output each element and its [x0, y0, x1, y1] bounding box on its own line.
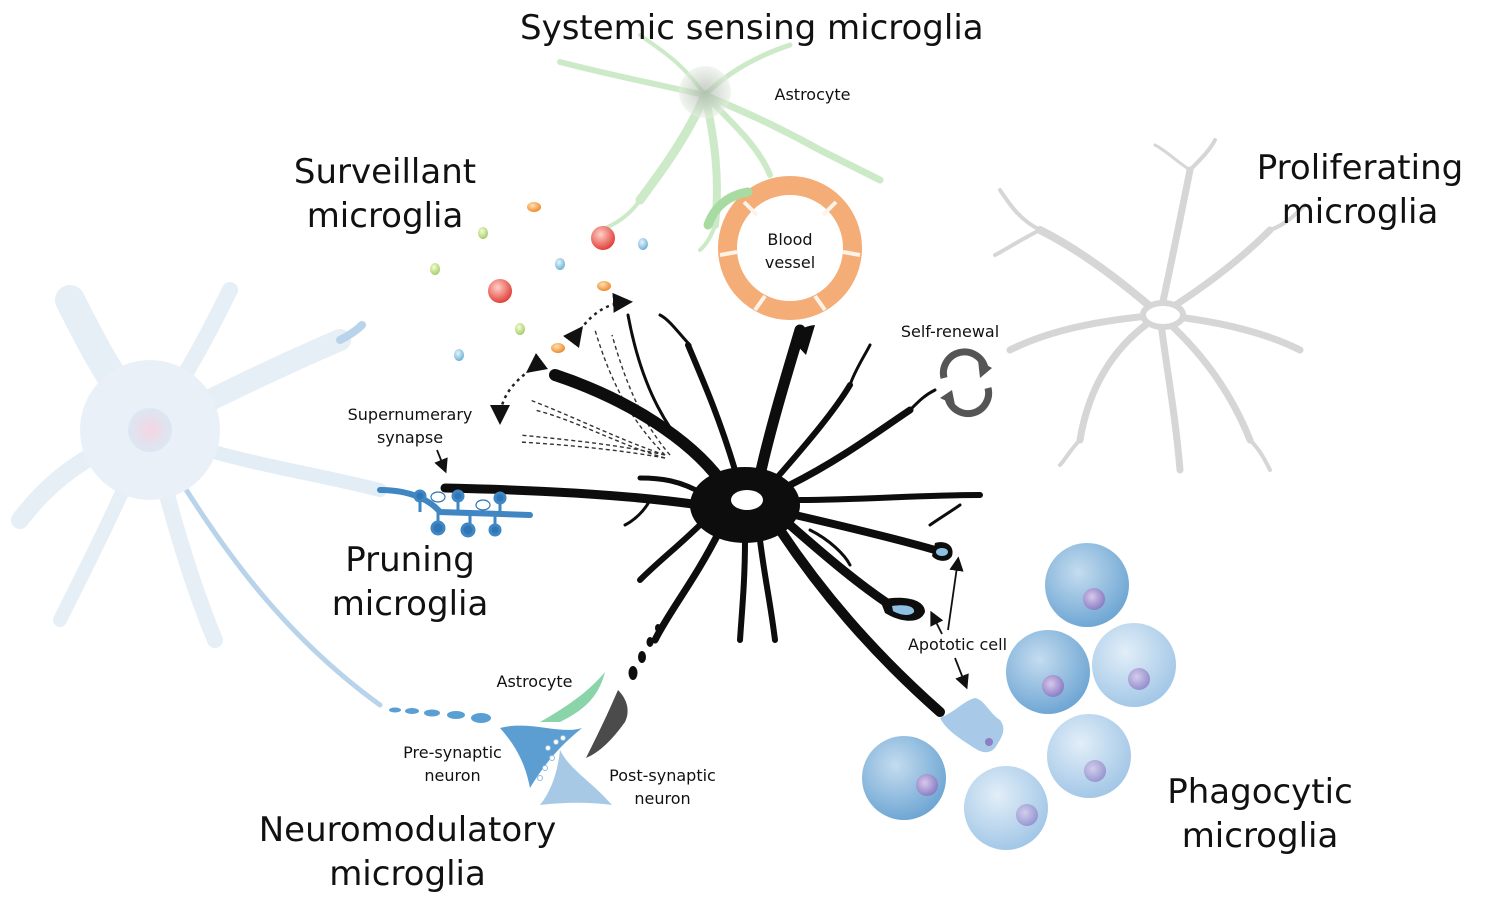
microglia-nucleus — [731, 490, 763, 510]
heading-neuromodulatory-line1: Neuromodulatory — [258, 810, 557, 850]
heading-surveillant-line2: microglia — [306, 196, 464, 236]
proliferating-microglia-nucleus — [1140, 300, 1186, 330]
signal-particles — [430, 202, 648, 361]
phagocytic-pockets — [880, 542, 953, 621]
label-post-synaptic-line1: Post-synaptic — [609, 766, 716, 785]
label-post-synaptic-line2: neuron — [634, 789, 691, 808]
label-astrocyte-top: Astrocyte — [774, 85, 851, 104]
heading-pruning-line2: microglia — [331, 584, 489, 624]
astrocyte-endfoot — [703, 187, 753, 230]
label-supernumerary-synapse: Supernumerary synapse — [335, 403, 485, 449]
heading-surveillant: Surveillant microglia — [270, 150, 500, 238]
supernumerary-arrow — [434, 449, 448, 474]
heading-systemic-sensing: Systemic sensing microglia — [520, 8, 984, 48]
heading-phagocytic-line2: microglia — [1181, 816, 1339, 856]
label-supernumerary-line2: synapse — [376, 428, 444, 447]
label-apoptotic-cell: Apototic cell — [907, 635, 1008, 654]
heading-proliferating: Proliferating microglia — [1230, 146, 1490, 234]
heading-pruning-line1: Pruning — [345, 540, 475, 580]
astrocyte-top-nucleus — [679, 66, 731, 118]
axon-dashes — [389, 707, 491, 723]
label-self-renewal: Self-renewal — [900, 322, 1000, 341]
heading-proliferating-line1: Proliferating — [1256, 148, 1464, 188]
ghost-processes — [519, 329, 671, 459]
label-blood-vessel: Blood vessel — [740, 228, 840, 274]
self-renewal-arrowhead-1 — [978, 360, 992, 378]
label-post-synaptic-neuron: Post-synaptic neuron — [595, 764, 730, 810]
label-blood-vessel-line1: Blood — [767, 230, 813, 249]
heading-phagocytic-line1: Phagocytic — [1167, 772, 1353, 812]
neuron-left-shape — [11, 282, 387, 708]
self-renewal-icon — [939, 348, 993, 418]
apoptotic-arrows — [930, 556, 969, 690]
heading-neuromodulatory: Neuromodulatory microglia — [230, 808, 585, 896]
heading-surveillant-line1: Surveillant — [293, 152, 477, 192]
label-pre-synaptic-line2: neuron — [424, 766, 481, 785]
label-blood-vessel-line2: vessel — [764, 253, 816, 272]
heading-neuromodulatory-line2: microglia — [329, 854, 486, 894]
label-pre-synaptic-line1: Pre-synaptic — [403, 743, 502, 762]
blood-vessel-shape — [718, 176, 862, 320]
self-renewal-arrowhead-2 — [940, 390, 955, 405]
tripartite-synapse — [500, 672, 628, 805]
heading-phagocytic: Phagocytic microglia — [1140, 770, 1380, 858]
heading-proliferating-line2: microglia — [1281, 192, 1439, 232]
label-astrocyte-bottom: Astrocyte — [496, 672, 573, 691]
pruning-dendrite — [377, 487, 533, 538]
label-pre-synaptic-neuron: Pre-synaptic neuron — [390, 741, 515, 787]
label-supernumerary-line1: Supernumerary — [347, 405, 473, 424]
phagocytic-cells — [862, 543, 1176, 850]
microglia-endfoot — [792, 325, 815, 355]
heading-pruning: Pruning microglia — [300, 538, 520, 626]
neuron-left-nucleus — [128, 408, 172, 452]
microglia-dotted-process — [628, 624, 661, 680]
